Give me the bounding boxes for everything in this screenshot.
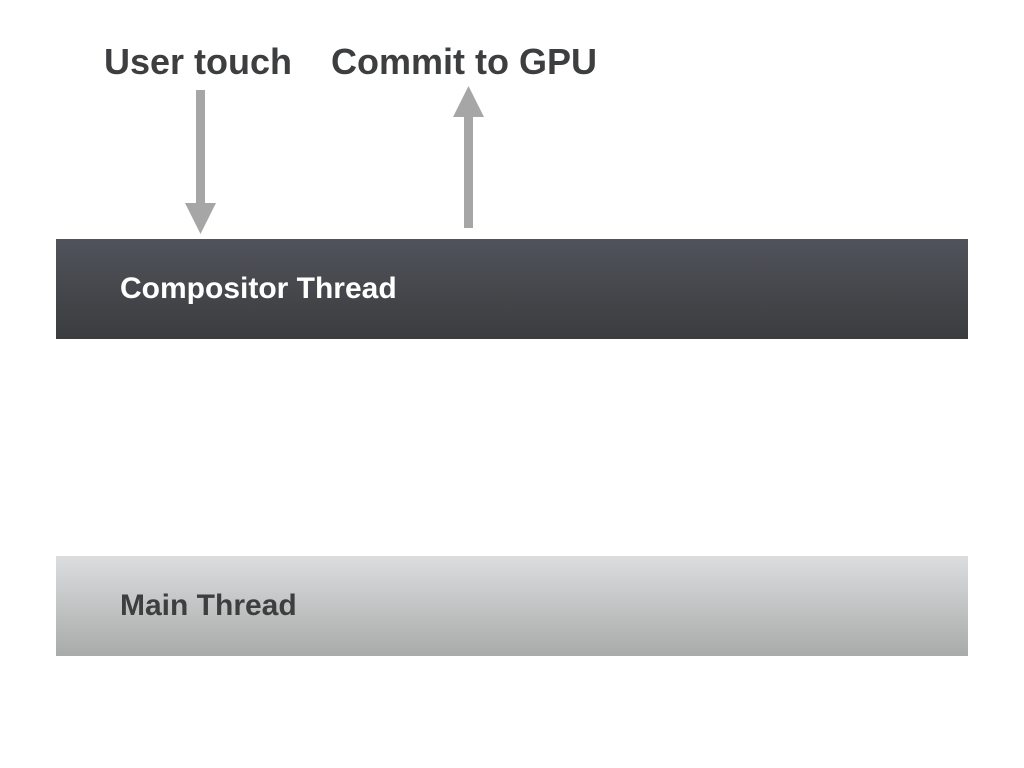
arrow-up-head: [453, 86, 484, 117]
commit-to-gpu-label: Commit to GPU: [331, 41, 597, 82]
compositor-thread-bar: Compositor Thread: [56, 239, 968, 339]
arrow-down-icon: [185, 90, 216, 234]
main-thread-label: Main Thread: [120, 589, 297, 622]
arrow-up-icon: [453, 86, 484, 228]
user-touch-label: User touch: [104, 41, 293, 82]
main-thread-bar: Main Thread: [56, 556, 968, 656]
arrow-down-head: [185, 203, 216, 234]
compositor-thread-label: Compositor Thread: [120, 272, 397, 305]
arrow-up-shaft: [464, 114, 473, 228]
arrow-down-shaft: [196, 90, 205, 206]
